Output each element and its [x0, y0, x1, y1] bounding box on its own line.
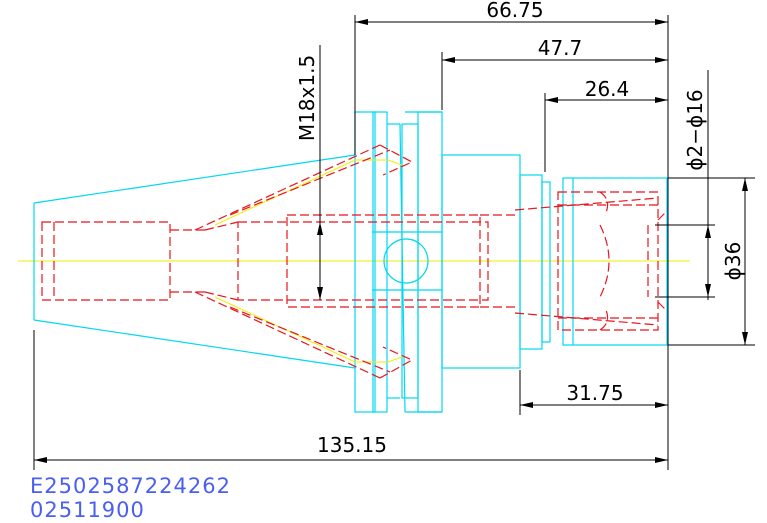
dim-diameter: ϕ36: [721, 242, 745, 281]
dimension-lines: [33, 15, 755, 470]
outline: [33, 111, 668, 413]
dim-thread: M18x1.5: [295, 55, 319, 141]
dim-31-75: 31.75: [566, 381, 623, 405]
hidden-lines: [41, 144, 667, 379]
dim-47-7: 47.7: [538, 36, 583, 60]
dim-66-75: 66.75: [486, 0, 543, 22]
dimension-arrows: [34, 19, 748, 463]
dim-135-15: 135.15: [317, 433, 387, 457]
part-number: 02511900: [30, 498, 145, 522]
dim-26-4: 26.4: [585, 77, 630, 101]
dim-hole-spec: ϕ2−ϕ16: [683, 89, 707, 170]
part-code: E2502587224262: [30, 474, 231, 498]
